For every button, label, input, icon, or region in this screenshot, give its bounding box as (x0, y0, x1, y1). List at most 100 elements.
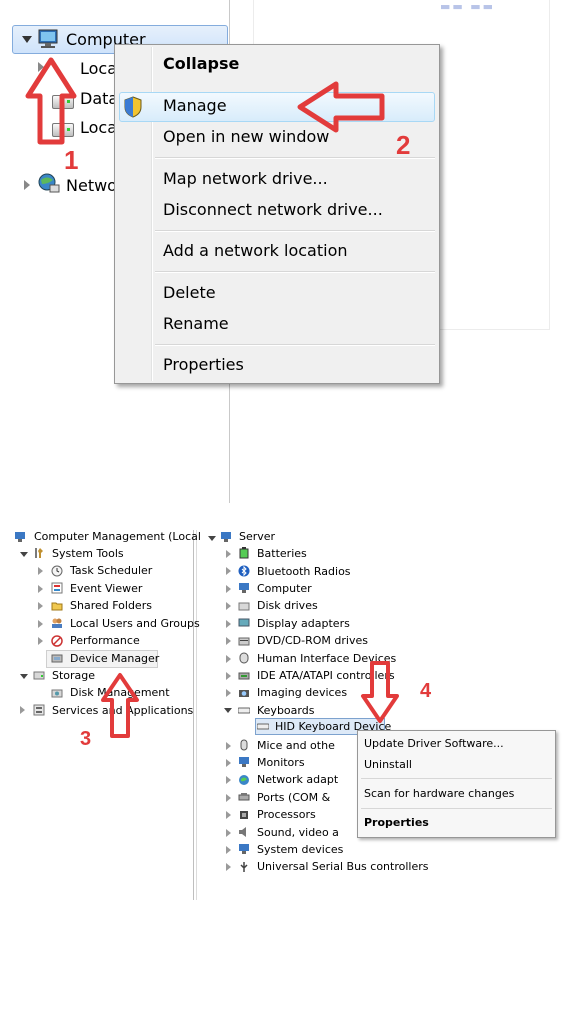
expand-arrow-icon[interactable] (226, 829, 231, 837)
data-drive-label[interactable]: Data (80, 89, 119, 108)
computer-icon (239, 583, 249, 593)
device-category[interactable]: Ports (COM & (257, 791, 331, 804)
uninstall-menu-item[interactable]: Uninstall (364, 758, 412, 771)
storage-label[interactable]: Storage (52, 669, 96, 682)
hid-keyboard-device-label[interactable]: HID Keyboard Device (275, 720, 392, 733)
properties-menu-item[interactable]: Properties (163, 355, 244, 374)
expand-arrow-icon[interactable] (226, 602, 231, 610)
device-manager-selection (46, 650, 158, 668)
local-disk-label[interactable]: Loca (80, 59, 118, 78)
menu-separator (155, 271, 435, 273)
users-icon (52, 618, 62, 628)
faded-background-text: ▬▬ ▬▬ (440, 0, 496, 13)
expand-arrow-icon[interactable] (226, 672, 231, 680)
expand-arrow-icon[interactable] (226, 655, 231, 663)
device-category[interactable]: Computer (257, 582, 312, 595)
manage-menu-item[interactable]: Manage (163, 96, 227, 115)
network-icon (38, 173, 60, 193)
step-4-arrow-icon (361, 661, 399, 723)
task-scheduler-label[interactable]: Task Scheduler (70, 564, 153, 577)
disconnect-network-drive-menu-item[interactable]: Disconnect network drive... (163, 200, 383, 219)
server-label[interactable]: Server (239, 530, 276, 543)
expand-arrow-icon[interactable] (24, 180, 30, 190)
device-category[interactable]: Human Interface Devices (257, 652, 397, 665)
expand-arrow-icon[interactable] (226, 846, 231, 854)
device-category[interactable]: Imaging devices (257, 686, 348, 699)
expand-arrow-icon[interactable] (226, 742, 231, 750)
local-disk-label[interactable]: Loca (80, 118, 118, 137)
mouse-icon (240, 739, 248, 751)
network-label[interactable]: Netwo (66, 176, 117, 195)
expand-arrow-icon[interactable] (38, 585, 43, 593)
performance-label[interactable]: Performance (70, 634, 140, 647)
uac-shield-icon (124, 96, 142, 118)
expand-arrow-icon[interactable] (226, 811, 231, 819)
delete-menu-item[interactable]: Delete (163, 283, 216, 302)
keyboards-label[interactable]: Keyboards (257, 704, 315, 717)
expand-arrow-icon[interactable] (38, 567, 43, 575)
system-devices-icon (239, 844, 249, 854)
expand-arrow-icon[interactable] (38, 62, 44, 72)
ide-controller-icon (238, 672, 250, 680)
device-category[interactable]: IDE ATA/ATAPI controllers (257, 669, 395, 682)
expand-arrow-icon[interactable] (226, 689, 231, 697)
keyboard-icon (238, 707, 250, 714)
performance-icon (51, 635, 63, 647)
explorer-panel: ▬▬ ▬▬ Computer Loca Data Loca Netwo 1 Co… (0, 0, 574, 503)
expand-arrow-icon[interactable] (38, 602, 43, 610)
update-driver-menu-item[interactable]: Update Driver Software... (364, 737, 504, 750)
collapse-arrow-icon[interactable] (20, 674, 28, 679)
device-category[interactable]: Monitors (257, 756, 305, 769)
add-network-location-menu-item[interactable]: Add a network location (163, 241, 348, 260)
expand-arrow-icon[interactable] (22, 36, 32, 43)
device-category[interactable]: Processors (257, 808, 316, 821)
port-icon (238, 793, 250, 801)
expand-arrow-icon[interactable] (226, 794, 231, 802)
collapse-arrow-icon[interactable] (20, 552, 28, 557)
map-network-drive-menu-item[interactable]: Map network drive... (163, 169, 328, 188)
expand-arrow-icon[interactable] (226, 567, 231, 575)
services-apps-label[interactable]: Services and Applications (52, 704, 194, 717)
menu-separator (155, 230, 435, 232)
expand-arrow-icon[interactable] (20, 706, 25, 714)
collapse-menu-item[interactable]: Collapse (163, 54, 240, 73)
device-category[interactable]: Universal Serial Bus controllers (257, 860, 429, 873)
expand-arrow-icon[interactable] (226, 759, 231, 767)
local-users-label[interactable]: Local Users and Groups (70, 617, 200, 630)
expand-arrow-icon[interactable] (226, 620, 231, 628)
device-category[interactable]: Sound, video a (257, 826, 339, 839)
expand-arrow-icon[interactable] (226, 637, 231, 645)
battery-icon (239, 547, 249, 559)
expand-arrow-icon[interactable] (226, 585, 231, 593)
device-category[interactable]: Mice and othe (257, 739, 335, 752)
device-manager-label[interactable]: Device Manager (70, 652, 160, 665)
scan-hardware-menu-item[interactable]: Scan for hardware changes (364, 787, 515, 800)
expand-arrow-icon[interactable] (226, 863, 231, 871)
rename-menu-item[interactable]: Rename (163, 314, 229, 333)
device-category[interactable]: Network adapt (257, 773, 339, 786)
event-viewer-label[interactable]: Event Viewer (70, 582, 143, 595)
shared-folders-label[interactable]: Shared Folders (70, 599, 152, 612)
collapse-arrow-icon[interactable] (208, 536, 216, 541)
disk-management-label[interactable]: Disk Management (70, 686, 170, 699)
tree-root-label[interactable]: Computer Management (Local (34, 530, 201, 543)
device-category[interactable]: Bluetooth Radios (257, 565, 351, 578)
collapse-arrow-icon[interactable] (224, 708, 232, 713)
expand-arrow-icon[interactable] (226, 776, 231, 784)
menu-separator (155, 157, 435, 159)
properties-menu-item[interactable]: Properties (364, 816, 429, 829)
open-new-window-menu-item[interactable]: Open in new window (163, 127, 330, 146)
bluetooth-icon (238, 565, 250, 577)
system-tools-label[interactable]: System Tools (52, 547, 124, 560)
computer-management-panel: Computer Management (Local System Tools … (0, 522, 574, 902)
event-viewer-icon (51, 582, 63, 594)
device-context-menu: Update Driver Software... Uninstall Scan… (357, 730, 556, 838)
device-category[interactable]: Disk drives (257, 599, 318, 612)
device-category[interactable]: Display adapters (257, 617, 350, 630)
expand-arrow-icon[interactable] (226, 550, 231, 558)
device-category[interactable]: Batteries (257, 547, 307, 560)
device-category[interactable]: DVD/CD-ROM drives (257, 634, 368, 647)
expand-arrow-icon[interactable] (38, 637, 43, 645)
expand-arrow-icon[interactable] (38, 620, 43, 628)
device-category[interactable]: System devices (257, 843, 344, 856)
